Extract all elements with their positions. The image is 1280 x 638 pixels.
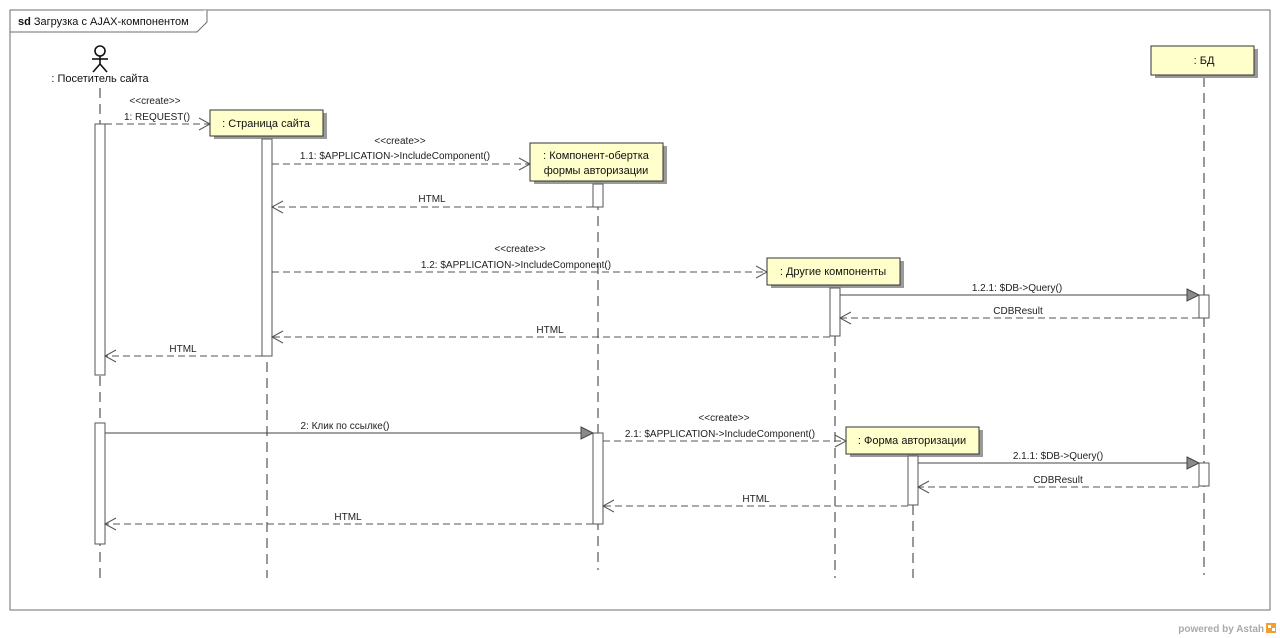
activation-visitor-1 [94,123,106,376]
message-2-1-1-return-label: CDBResult [1033,475,1083,486]
message-2-click: 2: Клик по ссылке() [105,421,595,440]
frame-title: sd Загрузка с AJAX-компонентом [18,16,189,28]
message-1-2-1-return-label: CDBResult [993,306,1043,317]
participant-wrapper-box [529,142,664,182]
activation-wrapper-2 [592,432,604,525]
message-2-1-stereotype: <<create>> [698,413,749,424]
message-1-return-label: HTML [169,344,197,355]
message-1-2-label: 1.2: $APPLICATION->IncludeComponent() [421,260,611,271]
message-1-2-stereotype: <<create>> [494,244,545,255]
message-2-1-1-query: 2.1.1: $DB->Query() [918,451,1201,470]
message-2-1-return: HTML [601,494,908,513]
participant-page-box [209,109,324,137]
message-1-1-return: HTML [270,194,593,214]
activation-visitor-2 [94,422,106,545]
message-1-2-return-label: HTML [536,325,564,336]
participant-db-box [1150,45,1255,76]
message-1-request: <<create>> 1: REQUEST() [105,96,212,131]
message-2-return: HTML [103,512,593,531]
message-1-2-1-return: CDBResult [838,306,1199,325]
participant-page-label: : Страница сайта [222,118,311,130]
message-1-2-1-query: 1.2.1: $DB->Query() [840,283,1201,302]
activation-page [261,138,273,357]
activation-db-1 [1198,294,1210,319]
message-2-return-label: HTML [334,512,362,523]
message-1-1-return-label: HTML [418,194,446,205]
actor-icon [92,45,108,73]
participant-others-box [766,257,901,286]
message-1-2-1-label: 1.2.1: $DB->Query() [972,283,1062,294]
activation-authform [907,455,919,506]
participant-visitor-label: : Посетитель сайта [51,73,149,85]
activation-wrapper-1 [592,183,604,208]
message-1-stereotype: <<create>> [129,96,180,107]
participant-db-label: : БД [1194,55,1215,67]
participant-authform-label: : Форма авторизации [858,435,966,447]
diagram-frame [9,9,1271,611]
participant-wrapper-label-1: : Компонент-обертка [543,150,650,162]
message-1-1-stereotype: <<create>> [374,136,425,147]
message-2-1-include: <<create>> 2.1: $APPLICATION->IncludeCom… [603,413,848,448]
message-1-2-include: <<create>> 1.2: $APPLICATION->IncludeCom… [272,244,769,279]
powered-by-label: powered by Astah [1178,624,1264,635]
participant-authform-box [845,426,980,455]
message-1-1-label: 1.1: $APPLICATION->IncludeComponent() [300,151,490,162]
participant-wrapper-label-2: формы авторизации [544,165,649,177]
message-2-1-1-return: CDBResult [916,475,1199,494]
message-1-label: 1: REQUEST() [124,112,190,123]
message-2-1-return-label: HTML [742,494,770,505]
message-1-1-include: <<create>> 1.1: $APPLICATION->IncludeCom… [272,136,532,171]
message-2-1-label: 2.1: $APPLICATION->IncludeComponent() [625,429,815,440]
message-1-2-return: HTML [270,325,830,344]
activation-others [829,287,841,337]
message-1-return: HTML [103,344,262,363]
activation-db-2 [1198,462,1210,487]
message-2-label: 2: Клик по ссылке() [300,421,389,432]
participant-others-label: : Другие компоненты [780,266,886,278]
message-2-1-1-label: 2.1.1: $DB->Query() [1013,451,1103,462]
frame-title-tab [10,10,208,33]
